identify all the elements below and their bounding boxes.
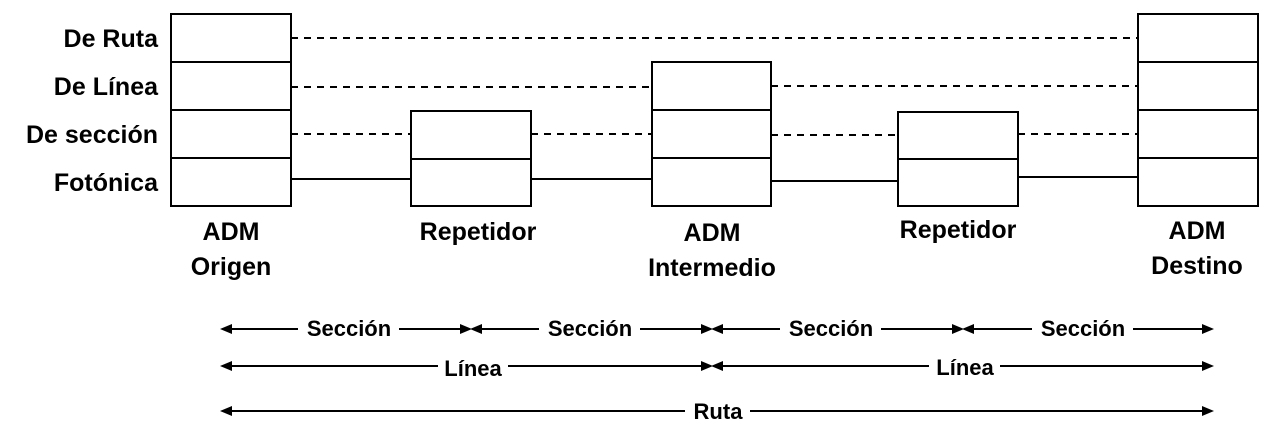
node-label-line1: ADM xyxy=(684,219,741,247)
node-adm-origen: ADM Origen xyxy=(170,13,292,281)
arrow-head-right xyxy=(701,324,713,334)
span-label: Línea xyxy=(444,356,502,381)
span-label: Sección xyxy=(789,316,873,341)
node-adm-intermedio: ADM Intermedio xyxy=(648,61,776,282)
layer-label-fotonica: Fotónica xyxy=(54,169,159,197)
span-linea-2: Línea xyxy=(711,355,1214,380)
span-label: Sección xyxy=(307,316,391,341)
arrow-head-right xyxy=(701,361,713,371)
span-seccion-1: Sección xyxy=(220,316,472,341)
layer-label-ruta: De Ruta xyxy=(64,25,160,53)
layer-label-seccion: De sección xyxy=(26,121,158,149)
node-label-line1: ADM xyxy=(203,218,260,246)
node-label-line2: Origen xyxy=(191,253,272,281)
span-label: Ruta xyxy=(694,399,744,424)
node-label-line1: Repetidor xyxy=(900,216,1017,244)
arrow-head-left xyxy=(470,324,482,334)
node-adm-destino: ADM Destino xyxy=(1137,13,1259,280)
span-seccion-4: Sección xyxy=(962,316,1214,341)
node-label-line2: Intermedio xyxy=(648,254,776,282)
arrow-head-left xyxy=(962,324,974,334)
layer-links xyxy=(291,37,1138,182)
span-label: Línea xyxy=(936,355,994,380)
node-repetidor-1: Repetidor xyxy=(410,110,537,246)
arrow-head-left xyxy=(220,406,232,416)
layer-label-linea: De Línea xyxy=(54,73,159,101)
span-ruta: Ruta xyxy=(220,399,1214,424)
arrow-head-right xyxy=(1202,324,1214,334)
node-repetidor-2: Repetidor xyxy=(897,111,1019,244)
span-label: Sección xyxy=(1041,316,1125,341)
arrow-head-right xyxy=(1202,361,1214,371)
arrow-head-left xyxy=(220,361,232,371)
span-label: Sección xyxy=(548,316,632,341)
arrow-head-right xyxy=(460,324,472,334)
node-label-line1: Repetidor xyxy=(420,218,537,246)
node-label-line1: ADM xyxy=(1169,217,1226,245)
layer-labels: De Ruta De Línea De sección Fotónica xyxy=(26,25,159,197)
arrow-head-left xyxy=(220,324,232,334)
span-linea-1: Línea xyxy=(220,356,713,381)
span-seccion-3: Sección xyxy=(711,316,964,341)
arrow-head-right xyxy=(1202,406,1214,416)
arrow-head-left xyxy=(711,361,723,371)
node-box xyxy=(651,61,772,207)
arrow-head-left xyxy=(711,324,723,334)
span-seccion-2: Sección xyxy=(470,316,713,341)
node-label-line2: Destino xyxy=(1151,252,1243,280)
arrow-head-right xyxy=(952,324,964,334)
